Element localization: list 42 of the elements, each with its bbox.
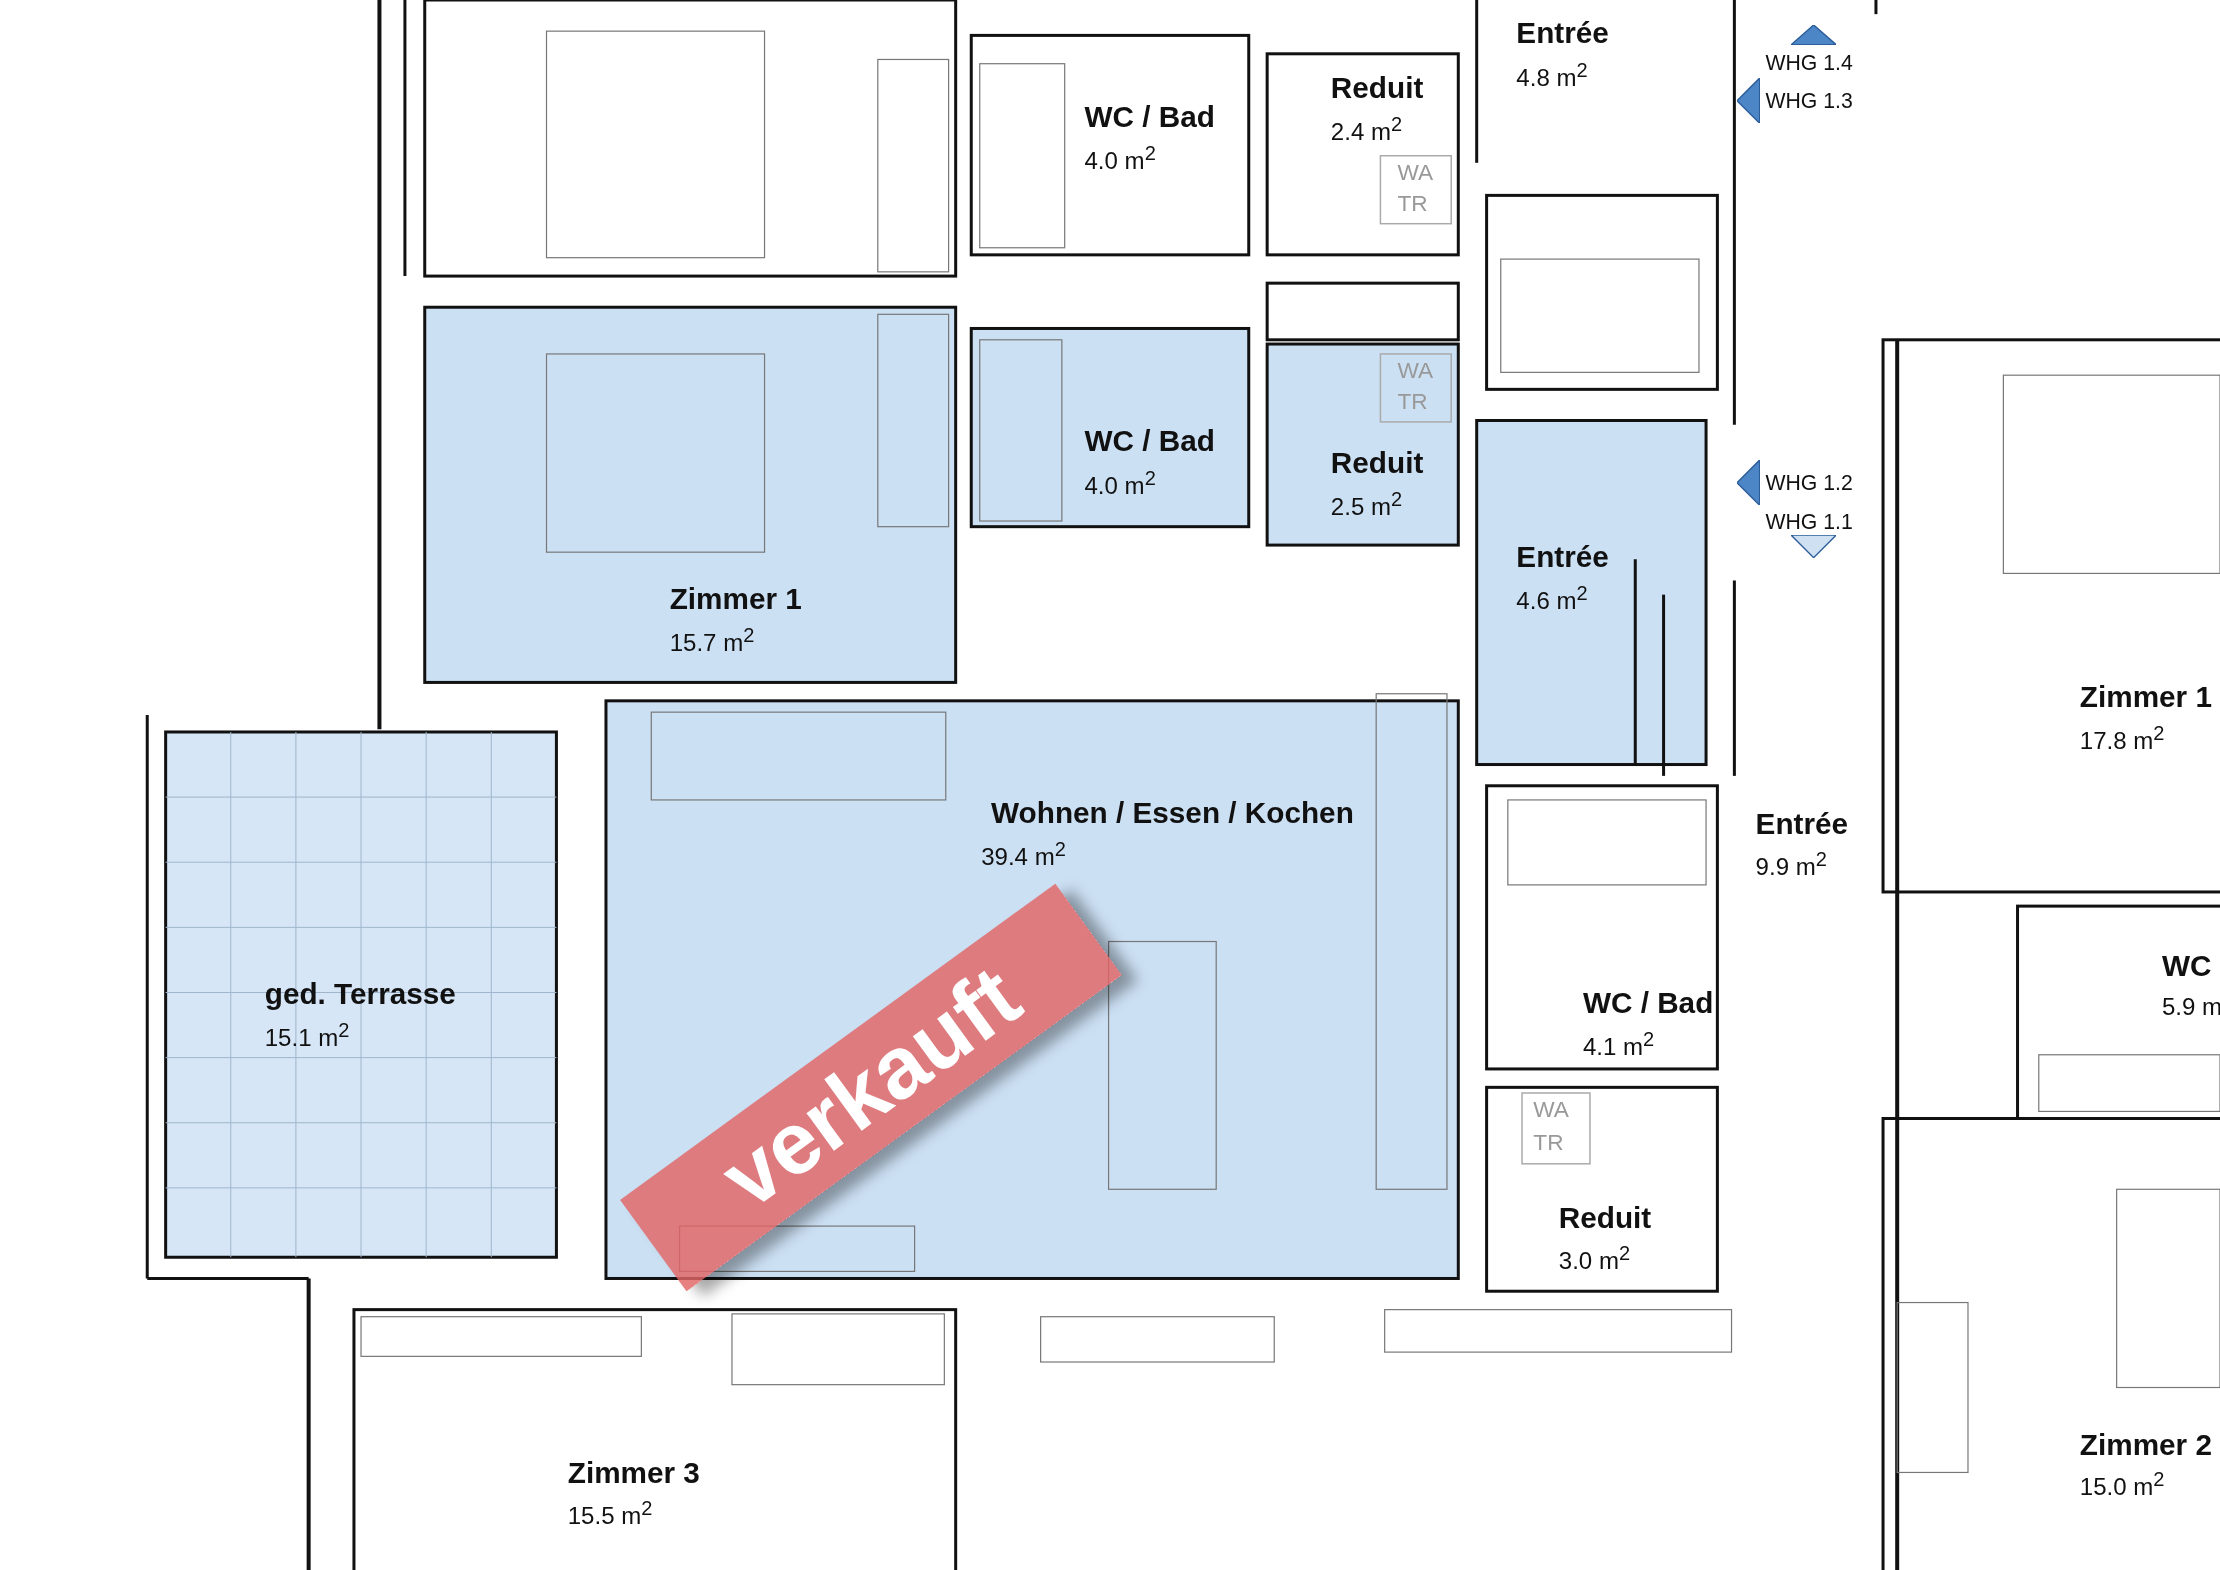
room-name: Reduit [1558,1202,1652,1235]
room-area: 4.8 m$^{2}$ [1516,59,1588,92]
room-name: ged. Terrasse [264,978,456,1012]
room-name: Zimmer 1 [2079,681,2212,714]
room-name: Reduit [1330,447,1424,481]
room-area: 5.9 m [2161,993,2220,1021]
room-name: WC / Bad [1582,986,1714,1020]
room-name: Zimmer 2 [2079,1428,2212,1462]
room-area: 15.7 m$^{2}$ [669,624,755,657]
room-area: 15.0 m$^{2}$ [2079,1468,2165,1501]
unit-label: WHG 1.2 [1765,471,1853,495]
unit-label: WHG 1.3 [1765,89,1853,113]
room-area: 4.6 m$^{2}$ [1516,581,1588,615]
appliance-code: WA [1533,1097,1569,1123]
unit-label: WHG 1.4 [1765,50,1853,75]
room-name: Entrée [1516,540,1609,574]
appliance-code: WA [1397,358,1434,384]
room-area: 4.0 m$^{2}$ [1084,141,1156,175]
appliance-code: TR [1397,389,1428,415]
room-area: 15.1 m$^{2}$ [264,1019,350,1052]
room-name: Zimmer 3 [567,1456,700,1490]
room-area: 3.0 m$^{2}$ [1558,1241,1631,1275]
room-area: 2.4 m$^{2}$ [1330,113,1403,146]
room-area: 15.5 m$^{2}$ [567,1496,653,1529]
room-name: Reduit [1330,72,1424,105]
room-name: Zimmer 1 [669,583,802,616]
appliance-code: TR [1533,1129,1564,1155]
room-area: 4.1 m$^{2}$ [1582,1027,1655,1061]
appliance-code: WA [1397,160,1434,185]
room-area: 17.8 m$^{2}$ [2079,722,2165,755]
room-name: Wohnen / Essen / Kochen [991,797,1354,830]
room-name: WC / Bad [1084,100,1215,134]
unit-label: WHG 1.1 [1765,509,1853,534]
room-area: 4.0 m$^{2}$ [1084,467,1156,500]
room-area: 2.5 m$^{2}$ [1330,488,1403,521]
room-name: Entrée [1516,17,1609,50]
room-area: 39.4 m$^{2}$ [981,838,1066,871]
room-area: 9.9 m$^{2}$ [1755,848,1827,881]
room-name: WC [2161,950,2212,983]
appliance-code: TR [1397,191,1428,217]
room-name: WC / Bad [1084,424,1215,458]
room-name: Entrée [1755,808,1849,842]
